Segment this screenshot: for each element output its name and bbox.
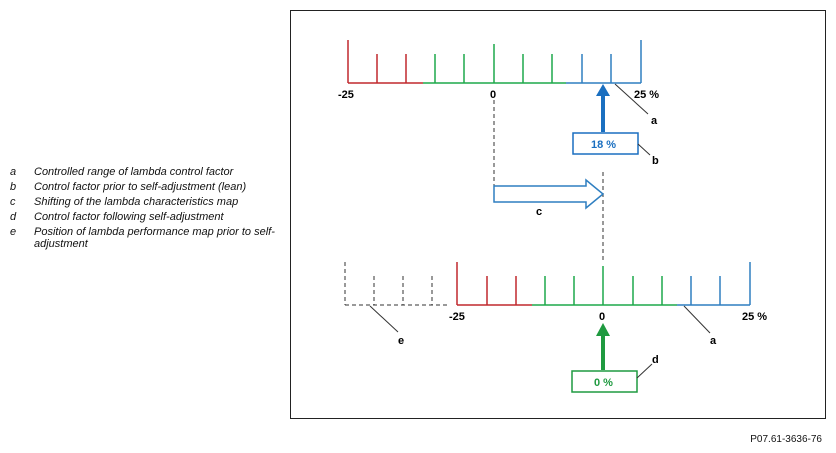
- bottom-leader-a: [683, 305, 711, 334]
- top-value-text: 18 %: [591, 139, 616, 151]
- legend-item-c: c Shifting of the lambda characteristics…: [10, 196, 280, 208]
- legend-key: e: [10, 226, 17, 238]
- legend-key: d: [10, 211, 17, 223]
- legend-text: Shifting of the lambda characteristics m…: [34, 196, 239, 208]
- top-label-min: -25: [338, 89, 354, 101]
- legend-key: c: [10, 196, 16, 208]
- legend-text: Control factor prior to self-adjustment …: [34, 181, 247, 193]
- bottom-leader-d: [636, 363, 653, 379]
- diagram-frame: [290, 10, 826, 419]
- legend-item-e: e Position of lambda performance map pri…: [10, 226, 280, 250]
- top-marker-b: b: [652, 155, 659, 167]
- bottom-marker-a: a: [710, 335, 717, 347]
- top-label-max: 25 %: [634, 89, 659, 101]
- legend-item-b: b Control factor prior to self-adjustmen…: [10, 181, 280, 193]
- bottom-label-zero: 0: [599, 311, 605, 323]
- legend-text: Position of lambda performance map prior…: [34, 226, 275, 250]
- bottom-label-max: 25 %: [742, 311, 767, 323]
- shift-marker-c: c: [536, 206, 542, 218]
- legend-key: a: [10, 166, 17, 178]
- shift-indicator: c: [493, 100, 605, 262]
- top-marker-a: a: [651, 115, 658, 127]
- bottom-value-text: 0 %: [594, 377, 613, 389]
- bottom-value-box: [571, 370, 638, 393]
- bottom-marker-d: d: [652, 354, 659, 366]
- legend-item-d: d Control factor following self-adjustme…: [10, 211, 280, 223]
- legend-text: Controlled range of lambda control facto…: [34, 166, 234, 178]
- legend-key: b: [10, 181, 17, 193]
- bottom-scale: e -25 0 25 % a 0 % d: [344, 262, 767, 393]
- legend-text: Control factor following self-adjustment: [34, 211, 224, 223]
- top-value-box: [572, 132, 639, 155]
- bottom-label-min: -25: [449, 311, 465, 323]
- top-label-zero: 0: [490, 89, 496, 101]
- top-leader-b: [637, 143, 651, 156]
- shift-arrow: [493, 178, 605, 210]
- bottom-value-arrowhead: [596, 323, 610, 336]
- legend: a Controlled range of lambda control fac…: [10, 166, 280, 253]
- top-value-arrowhead: [596, 84, 610, 96]
- top-leader-a: [614, 83, 649, 115]
- legend-item-a: a Controlled range of lambda control fac…: [10, 166, 280, 178]
- bottom-marker-e: e: [398, 335, 404, 347]
- top-scale: -25 0 25 % a 18 % b: [338, 40, 659, 167]
- bottom-leader-e: [369, 305, 399, 333]
- document-reference: P07.61-3636-76: [750, 434, 822, 445]
